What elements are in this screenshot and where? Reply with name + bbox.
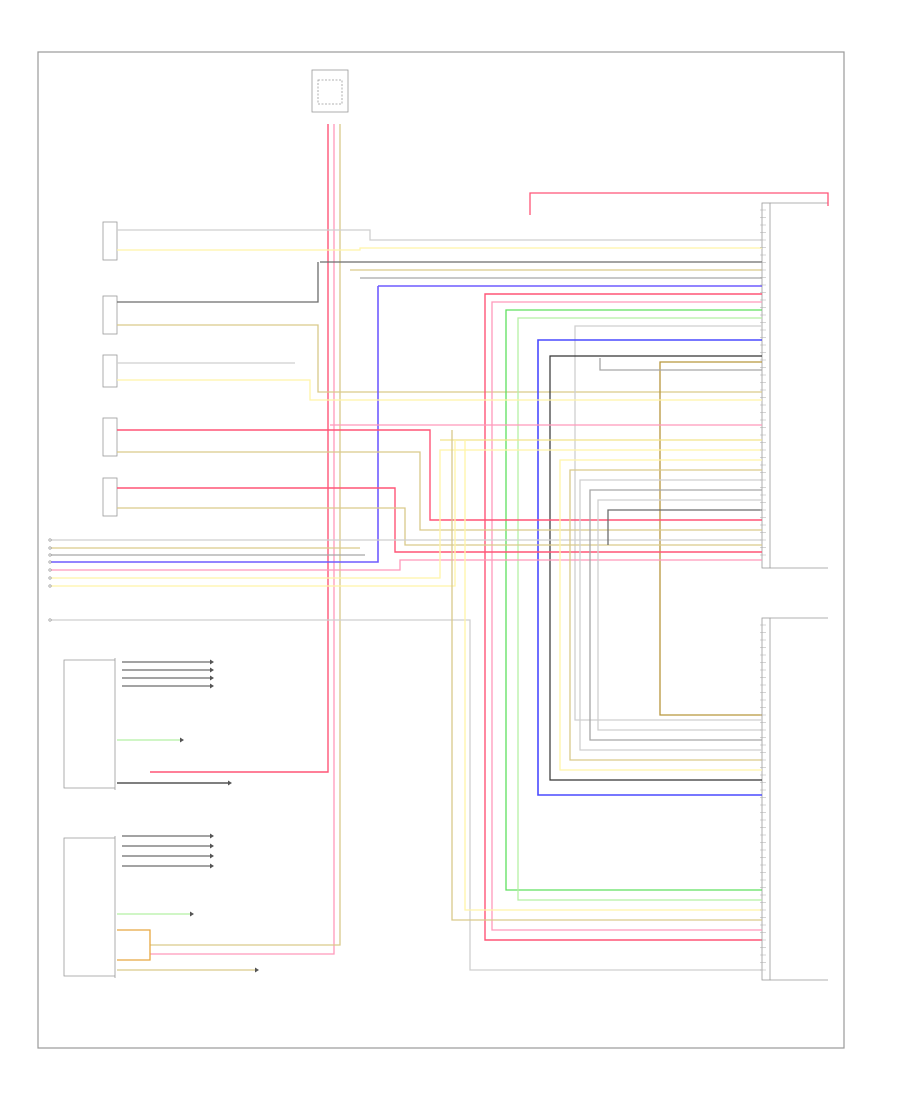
wire-bus-7 [50, 619, 762, 971]
arrow-icon [210, 683, 214, 689]
diagram-frame [37, 51, 845, 1049]
left-components [102, 221, 118, 517]
wire-low-8 [451, 430, 762, 921]
wire-black-1 [549, 355, 762, 781]
speaker-1 [102, 221, 118, 261]
wire-spk1-b [117, 247, 762, 251]
wire-low-4 [589, 489, 762, 741]
arrow-icon [210, 853, 214, 859]
arrow-icon [210, 843, 214, 849]
terminal-dot [48, 568, 52, 572]
wire-violet-b [50, 286, 379, 563]
bottom-left-modules [63, 658, 116, 978]
arrow-icon [210, 667, 214, 673]
wire-low-2 [569, 469, 762, 761]
arrow-icon [255, 967, 259, 973]
wire-fuse-pink [150, 124, 335, 955]
wire-spk3-b [117, 379, 762, 401]
wire-mod2-orange [117, 929, 151, 961]
wire-pink-2 [491, 301, 762, 931]
wire-spk4-tan [117, 451, 762, 531]
pin-layer [760, 209, 766, 971]
connector-upper [761, 202, 771, 569]
wire-spk2-b [117, 324, 762, 393]
arrow-icon [190, 911, 194, 917]
arrow-icon [210, 833, 214, 839]
wire-low-1 [559, 459, 762, 771]
arrow-icon [210, 863, 214, 869]
wire-low-6 [607, 509, 762, 545]
speaker-2 [102, 295, 118, 335]
speaker-4 [102, 417, 118, 457]
connector-lower [761, 617, 771, 981]
arrow-icon [210, 659, 214, 665]
terminal-dot [48, 618, 52, 622]
terminal-dot [48, 576, 52, 580]
speaker-5 [102, 477, 118, 517]
wire-fuse-red [150, 124, 329, 773]
terminal-dot [48, 560, 52, 564]
wire-fuse-tan [150, 124, 341, 946]
wire-blue [537, 339, 762, 796]
terminal-dot [48, 538, 52, 542]
wire-spk5-tan [117, 507, 762, 546]
wire-bus-4 [50, 559, 762, 571]
wire-gray-3 [599, 358, 762, 371]
module-bracket-2 [63, 837, 115, 977]
arrow-icon [210, 675, 214, 681]
main-module-connector [761, 202, 828, 981]
speaker-3 [102, 354, 118, 388]
wire-low-7 [464, 440, 762, 911]
wire-green-1 [505, 309, 762, 891]
wire-low-5 [597, 499, 762, 731]
wire-bus-5 [50, 449, 762, 579]
terminal-dot [48, 553, 52, 557]
wire-gray-2 [574, 325, 762, 721]
terminal-dot [48, 546, 52, 550]
symbol-layer [48, 538, 259, 973]
wire-bus-6 [50, 440, 456, 587]
fuse-box [311, 69, 349, 113]
terminal-dot [48, 584, 52, 588]
arrow-icon [180, 737, 184, 743]
wire-layer [50, 124, 829, 971]
wire-spk1-a [117, 229, 762, 241]
wire-red-2 [484, 293, 762, 941]
wire-light-green [517, 317, 762, 901]
wire-low-3 [579, 479, 762, 751]
module-bracket-1 [63, 659, 115, 789]
wire-top-red-loop [529, 192, 829, 215]
wire-spk2-a [117, 262, 319, 303]
wire-olive [659, 361, 762, 716]
wire-spk4-red [117, 429, 762, 521]
arrow-icon [228, 780, 232, 786]
wire-spk5-red [117, 487, 762, 553]
